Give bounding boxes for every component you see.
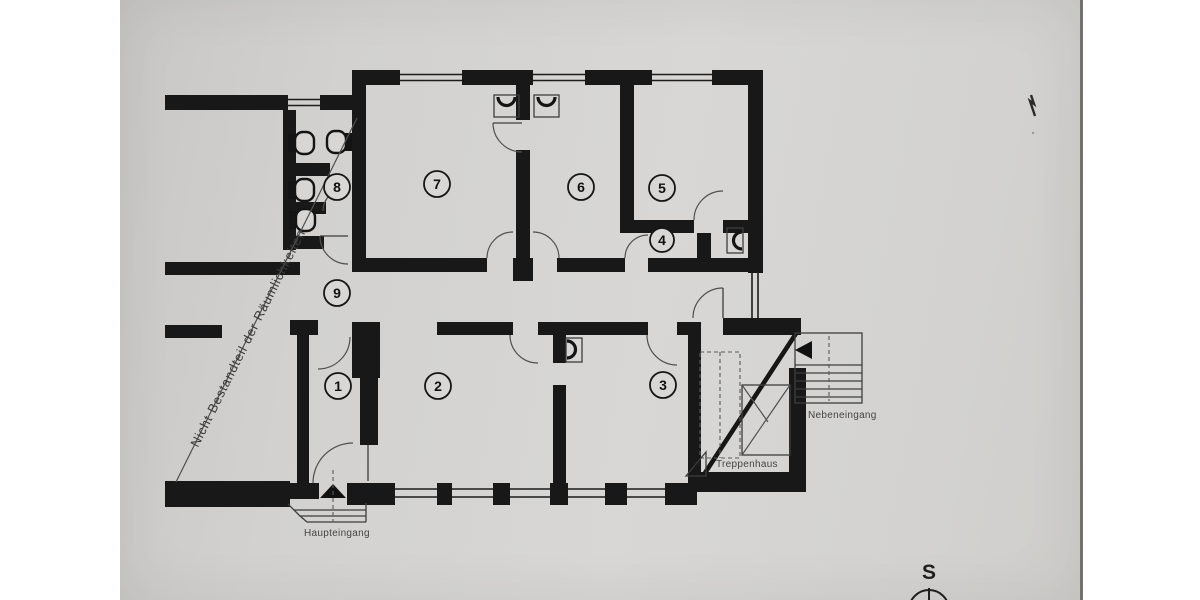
- side-entrance-stair: Nebeneingang: [794, 332, 877, 421]
- svg-text:9: 9: [333, 285, 341, 301]
- room-number-3: 3: [649, 371, 677, 399]
- svg-text:1: 1: [334, 378, 342, 394]
- room-number-1: 1: [324, 372, 352, 400]
- main-entrance-steps: Haupteingang: [287, 470, 370, 539]
- sink-fixtures: [493, 94, 744, 363]
- svg-text:7: 7: [433, 176, 441, 192]
- room-numbers: 1 2 3 4 5 6 7 8 9: [323, 170, 677, 400]
- room-number-4: 4: [649, 227, 675, 253]
- staircase-label: Treppenhaus: [716, 459, 778, 470]
- svg-text:2: 2: [434, 378, 442, 394]
- room-number-6: 6: [567, 173, 595, 201]
- side-entrance-label: Nebeneingang: [808, 410, 877, 421]
- side-entrance-arrow-icon: [795, 341, 812, 359]
- svg-text:6: 6: [577, 179, 585, 195]
- compass: S: [910, 561, 948, 600]
- interior-walls: [283, 70, 763, 483]
- windows: [288, 73, 759, 498]
- door-swings: [312, 122, 724, 484]
- svg-text:4: 4: [658, 232, 666, 248]
- svg-text:5: 5: [658, 180, 666, 196]
- photo-artifact: [1027, 94, 1037, 135]
- svg-text:8: 8: [333, 179, 341, 195]
- svg-text:3: 3: [659, 377, 667, 393]
- main-entrance-label: Haupteingang: [304, 528, 370, 539]
- room-number-2: 2: [424, 372, 452, 400]
- toilet-fixtures: [288, 129, 352, 233]
- room-number-8: 8: [323, 173, 351, 201]
- excluded-area-label: Nicht Bestandteil der Räumlichkeiten: [187, 227, 308, 450]
- compass-south-label: S: [922, 561, 936, 584]
- staircase: Treppenhaus: [684, 330, 799, 478]
- room-number-9: 9: [323, 279, 351, 307]
- room-number-7: 7: [423, 170, 451, 198]
- room-number-5: 5: [648, 174, 676, 202]
- exterior-walls: [165, 70, 806, 507]
